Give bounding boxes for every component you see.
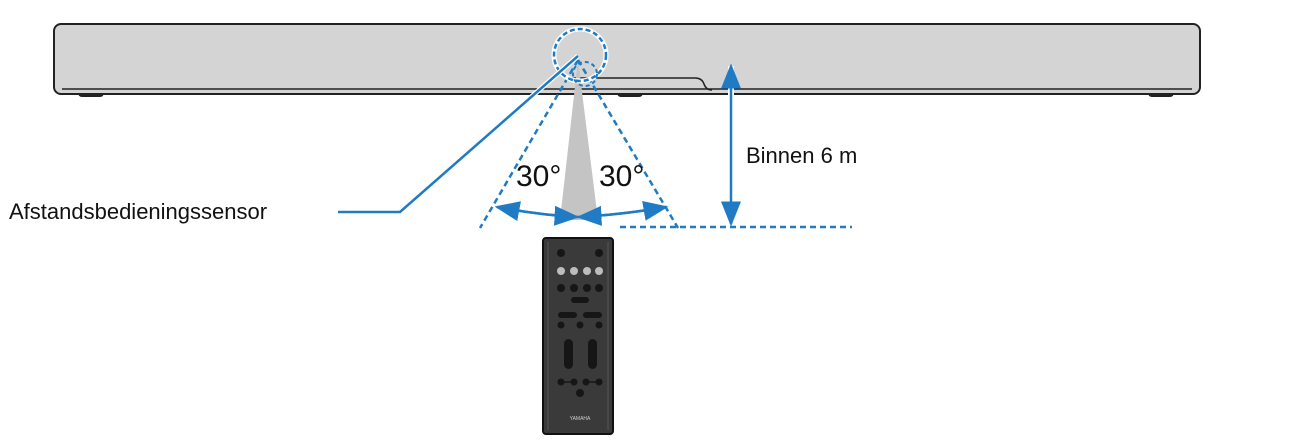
remote-brand: YAMAHA [570,416,591,422]
angle-arrows [494,201,669,226]
angle-left-label: 30° [516,160,562,193]
sensor-marker [551,26,609,87]
sensor-label: Afstandsbedieningssensor [9,199,268,224]
remote-control: YAMAHA [542,237,614,435]
angle-right-label: 30° [599,160,645,193]
distance-label: Binnen 6 m [746,143,858,168]
soundbar [53,23,1201,97]
ir-beam [560,60,598,220]
range-lines [478,59,852,229]
